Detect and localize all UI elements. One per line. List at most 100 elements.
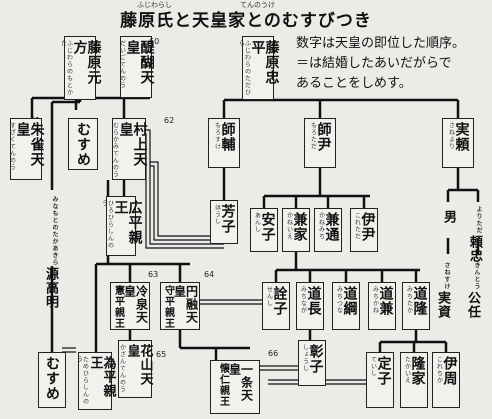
person-name: 兼家	[291, 212, 308, 242]
order-number: 62	[164, 116, 175, 125]
person-box: 藤原元方 ふじわらのもとかた	[60, 36, 102, 100]
person-name: 隆家	[409, 356, 426, 386]
person-ruby: みちかね	[371, 286, 379, 314]
person-ruby: ふじわらのもとかた	[59, 40, 73, 96]
person-name: 道長	[305, 286, 322, 316]
person-box: 冷泉天皇 憲平親王	[110, 282, 150, 330]
note-line: ＝は結婚したあいだがらで	[296, 56, 452, 71]
person-box: 師尹 もろただ	[304, 118, 336, 168]
person-ruby: かざんてんのう	[118, 344, 126, 393]
person-box: むすめ	[68, 118, 98, 170]
person-name: 道兼	[377, 286, 394, 316]
order-number: 60	[149, 37, 160, 46]
person-ruby: すざくてんのう	[8, 122, 16, 171]
person-name: 兼通	[323, 212, 340, 242]
person-box: 安子 あんし	[250, 208, 278, 252]
person-box: 円融天皇 守平親王	[160, 282, 200, 330]
person-box: 隆家 たかいえ	[400, 352, 428, 408]
person-box: 一条天皇 懐仁親王	[210, 360, 260, 414]
person-ruby: ためひらしんのう	[75, 356, 89, 405]
person-box: 芳子 ほうし	[210, 200, 238, 244]
person-box: 兼家 かねいえ	[282, 208, 310, 252]
person-alias: 懐仁親王	[217, 363, 229, 407]
person-box: 道綱 みちつな	[332, 282, 360, 330]
person-name: 一条天皇	[227, 363, 254, 402]
note-line: あることをしめす。	[296, 76, 412, 91]
person-name: むすめ	[75, 122, 91, 167]
person-name: 円融天皇	[172, 285, 199, 324]
order-number: 63	[148, 270, 159, 279]
person-box: 花山天皇 かざんてんのう	[118, 340, 153, 398]
person-box: 藤原忠平 ふじわらのただひら	[238, 36, 280, 100]
person-box: 兼通 かねみち	[314, 208, 342, 252]
person-ruby: みちなが	[299, 286, 307, 314]
person-box: 為平親王 ためひらしんのう	[75, 352, 116, 410]
person-name: 藤原忠平	[249, 40, 280, 85]
person-label: 源高明 みなもとのたかあきら	[43, 196, 58, 309]
person-box: 道兼 みちかね	[368, 282, 396, 330]
person-name: 冷泉天皇	[122, 285, 149, 324]
person-ruby: しょうし	[301, 344, 309, 372]
diagram-title: 藤原氏と天皇家とのむすびつき	[120, 11, 372, 31]
person-name: 為平親王	[87, 356, 116, 398]
person-name: 道綱	[341, 286, 358, 316]
person-ruby: ほうし	[213, 204, 221, 225]
person-name: 男	[441, 210, 456, 224]
person-ruby: あんし	[253, 212, 261, 233]
person-name: 安子	[259, 212, 276, 242]
person-name: 広平親王	[112, 200, 143, 245]
person-ruby: みちつな	[335, 286, 343, 314]
person-ruby: むらかみてんのう	[111, 122, 119, 178]
person-box: 伊尹 これただ	[350, 208, 378, 252]
person-ruby: みちたか	[405, 286, 413, 314]
person-name: 頼忠	[467, 235, 482, 263]
person-ruby: かねみち	[317, 212, 325, 240]
legend-note: 数字は天皇の即位した順序。 ＝は結婚したあいだがらで あることをしめす。	[296, 34, 465, 94]
person-name: 彰子	[307, 344, 324, 374]
person-ruby: せんし	[265, 286, 273, 307]
person-name: 醍醐天皇	[124, 40, 155, 85]
person-ruby: たかいえ	[403, 356, 411, 384]
person-ruby: だいごてんのう	[118, 40, 126, 89]
person-ruby: ていし	[369, 356, 377, 377]
person-name: 朱雀天皇	[14, 122, 45, 167]
person-box: 朱雀天皇 すざくてんのう	[8, 118, 45, 180]
order-number: 66	[268, 349, 279, 358]
person-alias: 守平親王	[162, 285, 174, 329]
person-box: 広平親王 ひろひらしんのう	[101, 196, 143, 256]
person-box: 村上天皇 むらかみてんのう	[111, 118, 148, 180]
person-name: 藤原元方	[71, 40, 102, 85]
person-name: 師尹	[315, 122, 332, 152]
person-label: 頼忠 よりただ	[467, 206, 482, 263]
title-ruby: てんのうけ	[240, 1, 275, 9]
person-box: 実頼 さねより	[442, 118, 474, 168]
person-box: 詮子 せんし	[262, 282, 290, 330]
person-ruby: きんとう	[473, 262, 480, 290]
person-ruby: さねより	[447, 122, 455, 150]
person-box: むすめ	[38, 352, 66, 408]
person-label: 実資 さねすけ	[435, 262, 450, 319]
person-name: むすめ	[44, 356, 60, 401]
title-ruby: ふじわらし	[137, 1, 172, 9]
person-box: 伊周 これちか	[432, 352, 460, 408]
person-ruby: もろただ	[309, 122, 317, 150]
person-label: 男	[441, 210, 456, 224]
person-name: 実資	[435, 291, 450, 319]
person-ruby: ひろひらしんのう	[100, 200, 114, 249]
person-box: 道長 みちなが	[296, 282, 324, 330]
order-number: 64	[204, 270, 215, 279]
note-line: 数字は天皇の即位した順序。	[296, 36, 466, 51]
person-name: 花山天皇	[124, 344, 153, 386]
person-ruby: さねすけ	[443, 262, 450, 290]
person-name: 源高明	[43, 267, 58, 309]
person-ruby: もろすけ	[213, 122, 221, 150]
person-name: 師輔	[219, 122, 236, 152]
person-box: 師輔 もろすけ	[208, 118, 240, 168]
person-ruby: みなもとのたかあきら	[51, 196, 58, 266]
person-name: 伊尹	[359, 212, 376, 242]
person-name: 道隆	[411, 286, 428, 316]
person-label: 公任 きんとう	[465, 262, 480, 319]
person-ruby: よりただ	[475, 206, 482, 234]
person-name: 定子	[375, 356, 392, 386]
person-name: 実頼	[453, 122, 470, 152]
